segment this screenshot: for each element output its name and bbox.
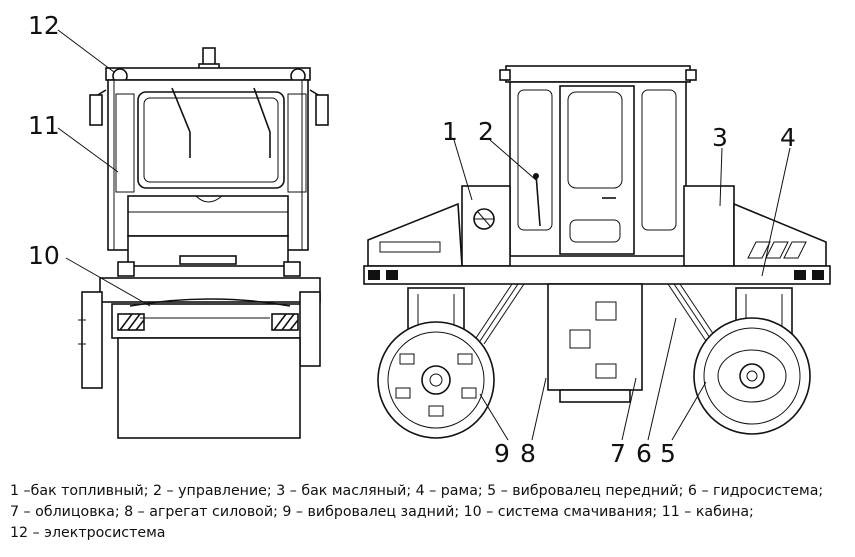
caption-line-1: 1 –бак топливный; 2 – управление; 3 – ба…: [10, 483, 824, 499]
callout-8: 8: [520, 439, 536, 468]
callout-6: 6: [636, 439, 652, 468]
caption-line-2: 7 – облицовка; 8 – агрегат силовой; 9 – …: [10, 504, 754, 520]
callout-2: 2: [478, 117, 494, 146]
hazard-strips-side: [368, 270, 824, 280]
side-view: [363, 65, 831, 439]
hazard-strips-front: [117, 313, 299, 331]
callout-9: 9: [494, 439, 510, 468]
vent-slots: [747, 241, 807, 259]
callout-numbers: 12 11 10 1 2 3 4 9 8 7 6 5: [28, 11, 796, 468]
callout-5: 5: [660, 439, 676, 468]
caption-line-3: 12 – электросистема: [10, 525, 166, 541]
callout-7: 7: [610, 439, 626, 468]
figure-caption: 1 –бак топливный; 2 – управление; 3 – ба…: [10, 481, 850, 544]
callout-1: 1: [442, 117, 458, 146]
callout-4: 4: [780, 123, 796, 152]
roller-drawing: 12 11 10 1 2 3 4 9 8 7 6 5: [28, 11, 831, 468]
leader-lines: [57, 29, 791, 441]
front-view: [78, 47, 329, 439]
callout-11: 11: [28, 111, 60, 140]
callout-3: 3: [712, 123, 728, 152]
callout-12: 12: [28, 11, 60, 40]
callout-10: 10: [28, 241, 60, 270]
